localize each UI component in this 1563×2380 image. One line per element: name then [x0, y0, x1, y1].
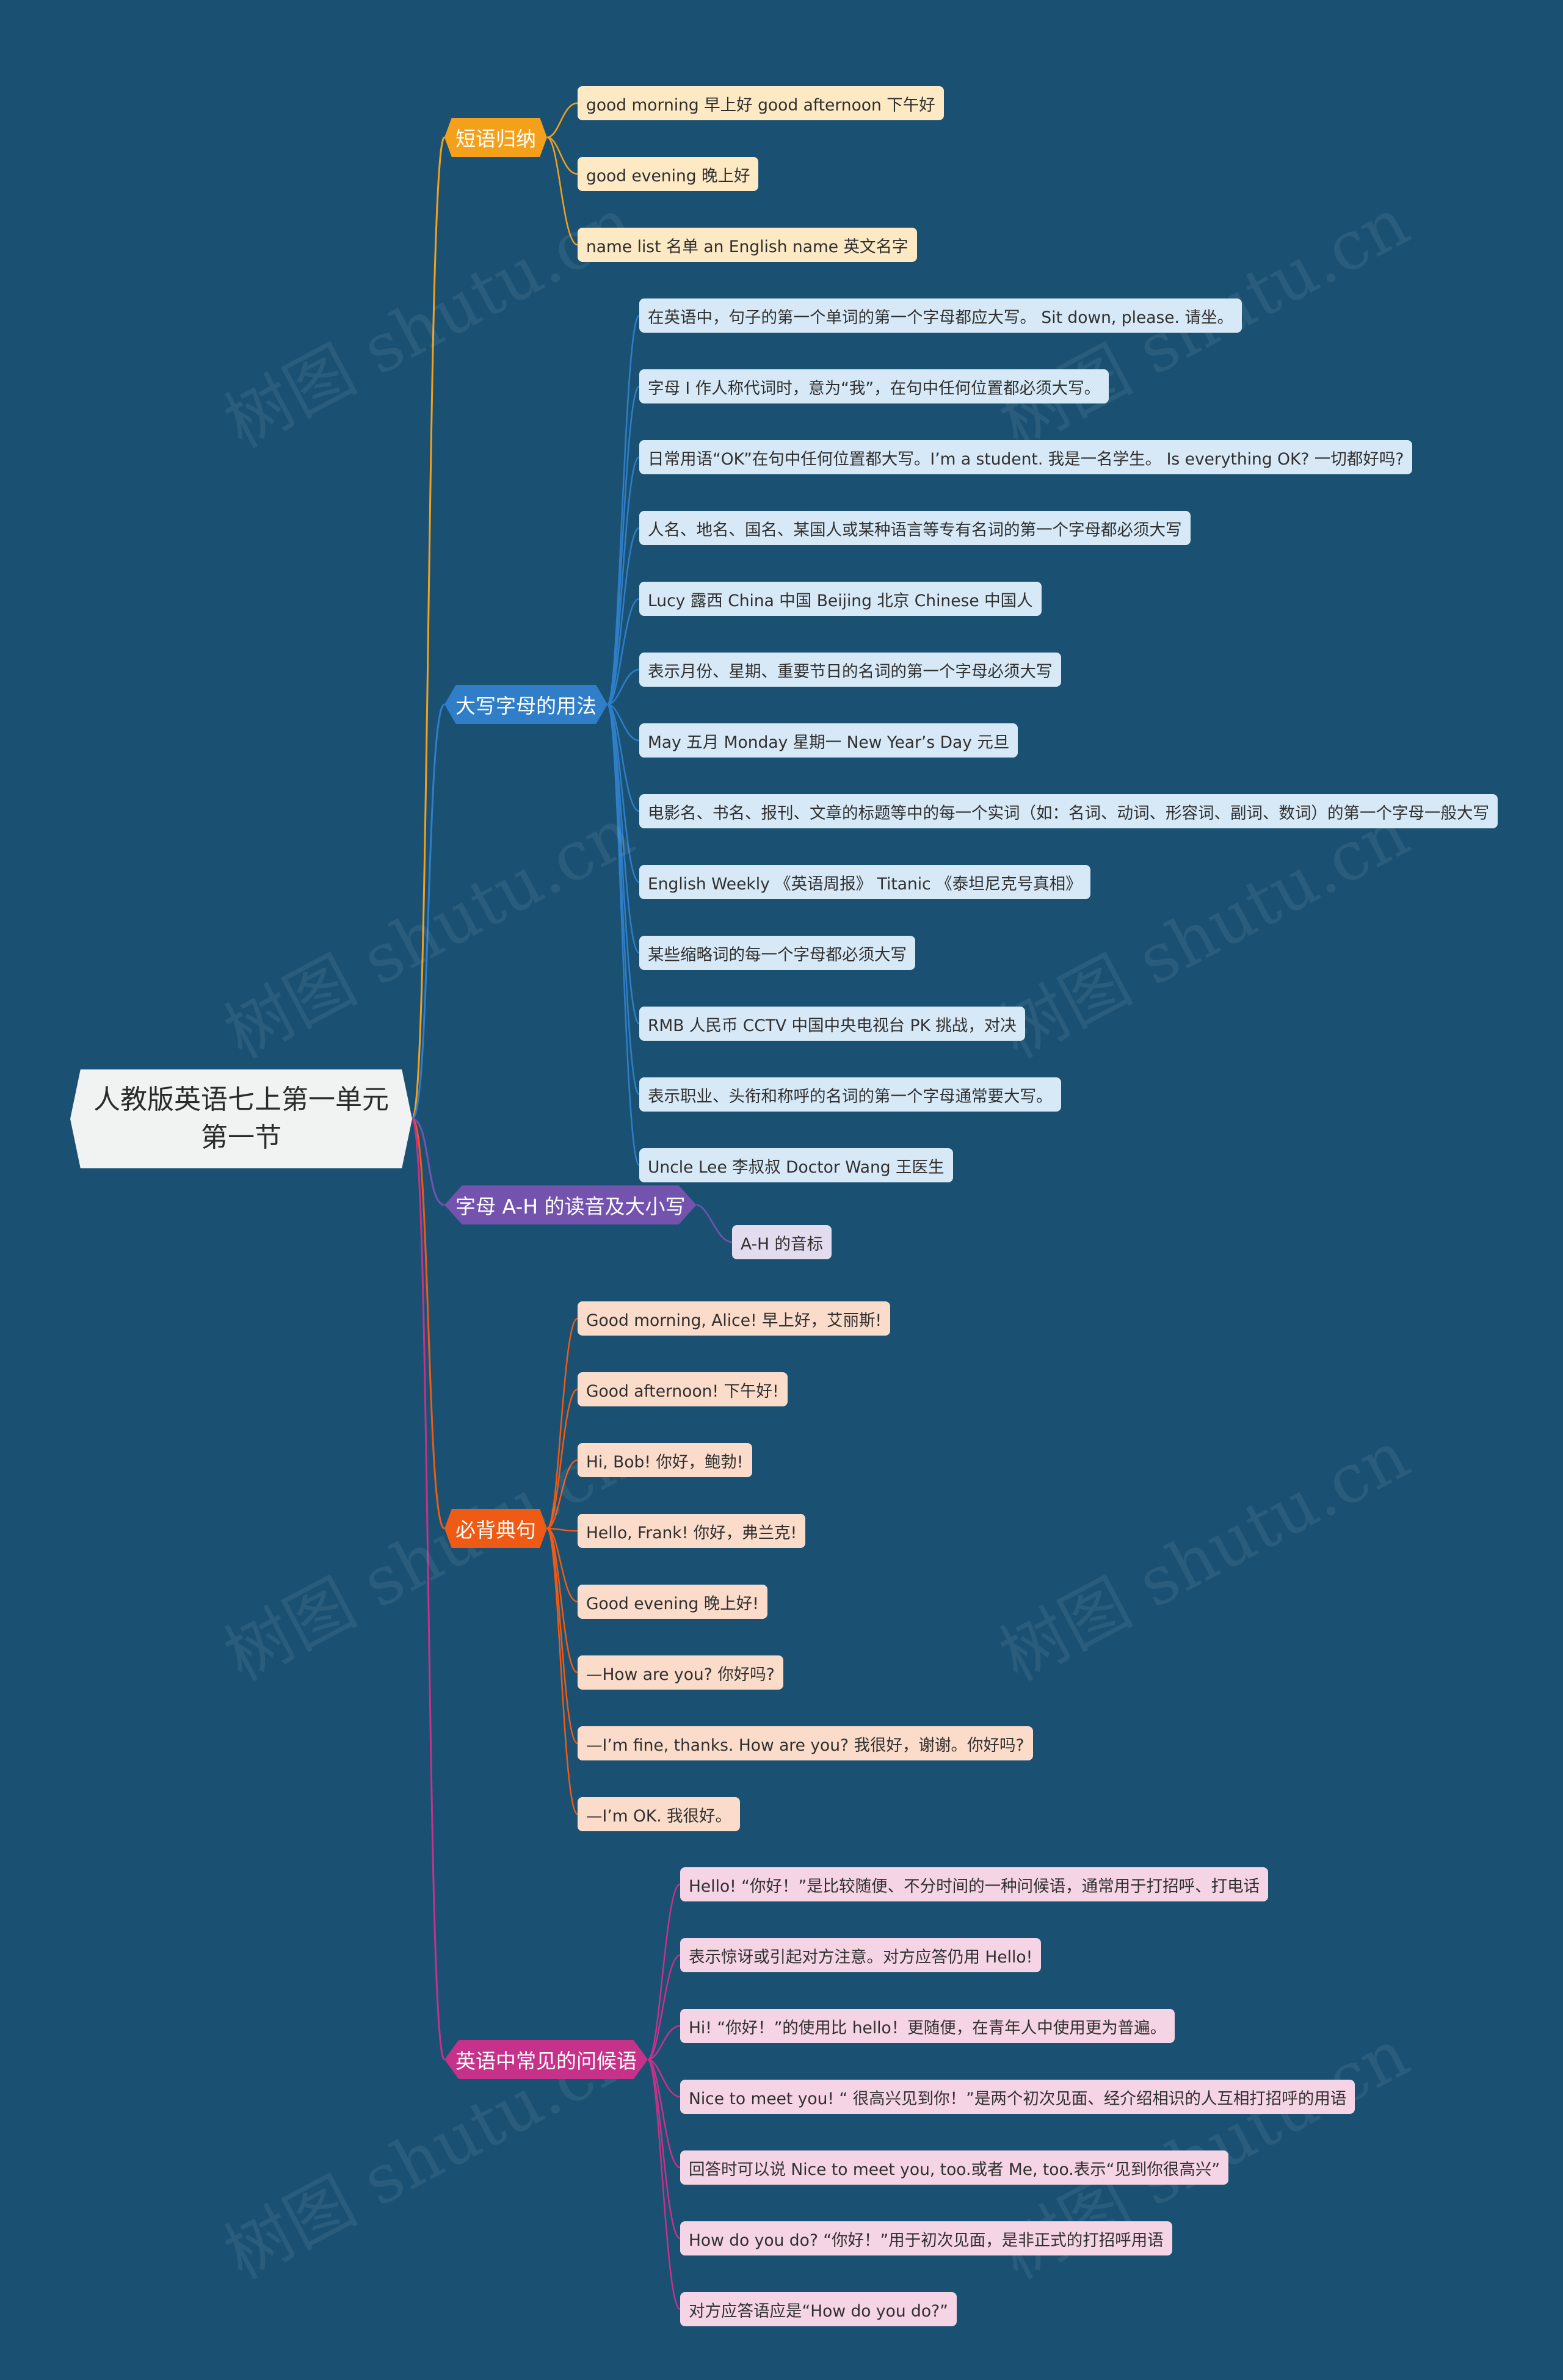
leaf-topic[interactable]: A-H 的音标	[732, 1225, 832, 1259]
leaf-topic[interactable]: 电影名、书名、报刊、文章的标题等中的每一个实词（如：名词、动词、形容词、副词、数…	[639, 794, 1498, 828]
leaf-topic[interactable]: Uncle Lee 李叔叔 Doctor Wang 王医生	[639, 1148, 953, 1182]
connector-line	[647, 1954, 681, 2061]
connector-line	[412, 1118, 445, 1206]
leaf-topic[interactable]: Hello! “你好！”是比较随便、不分时间的一种问候语，通常用于打招呼、打电话	[680, 1867, 1269, 1901]
leaf-topic[interactable]: Hi! “你好！”的使用比 hello！更随便，在青年人中使用更为普遍。	[680, 2009, 1175, 2043]
leaf-topic[interactable]: —How are you? 你好吗?	[578, 1655, 783, 1690]
leaf-topic[interactable]: Nice to meet you! “ 很高兴见到你！”是两个初次见面、经介绍相…	[680, 2080, 1355, 2114]
connector-line	[647, 2025, 681, 2061]
connector-line	[696, 1204, 733, 1243]
connector-line	[606, 385, 640, 706]
leaf-topic[interactable]: 字母 I 作人称代词时，意为“我”，在句中任何位置都必须大写。	[639, 369, 1109, 403]
branch-topic[interactable]: 短语归纳	[444, 118, 547, 157]
connector-line	[607, 703, 640, 812]
root-title: 人教版英语七上第一单元 第一节	[93, 1081, 389, 1157]
leaf-topic[interactable]: How do you do? “你好！”用于初次见面，是非正式的打招呼用语	[680, 2221, 1172, 2255]
connector-line	[647, 1883, 681, 2061]
leaf-topic[interactable]: 人名、地名、国名、某国人或某种语言等专有名词的第一个字母都必须大写	[639, 511, 1191, 545]
connector-line	[647, 2058, 681, 2169]
leaf-topic[interactable]: Hello, Frank! 你好，弗兰克!	[578, 1514, 806, 1548]
leaf-topic[interactable]: 对方应答语应是“How do you do?”	[680, 2292, 957, 2326]
branch-topic[interactable]: 字母 A-H 的读音及大小写	[444, 1185, 697, 1224]
leaf-topic[interactable]: 在英语中，句子的第一个单词的第一个字母都应大写。 Sit down, pleas…	[639, 298, 1242, 333]
connector-line	[546, 136, 578, 246]
leaf-topic[interactable]: 表示惊讶或引起对方注意。对方应答仍用 Hello!	[680, 1938, 1042, 1972]
connector-line	[411, 1118, 446, 1530]
connector-line	[546, 1527, 578, 1745]
branch-topic[interactable]: 必背典句	[444, 1509, 547, 1548]
connector-line	[411, 136, 446, 1120]
leaf-topic[interactable]: 表示职业、头衔和称呼的名词的第一个字母通常要大写。	[639, 1077, 1061, 1112]
leaf-topic[interactable]: 回答时可以说 Nice to meet you, too.或者 Me, too.…	[680, 2150, 1229, 2185]
connector-line	[546, 1388, 578, 1530]
root-title-line1: 人教版英语七上第一单元	[93, 1084, 389, 1115]
leaf-topic[interactable]: 日常用语“OK”在句中任何位置都大写。I’m a student. 我是一名学生…	[639, 440, 1413, 474]
connector-line	[546, 1527, 578, 1674]
root-topic[interactable]: 人教版英语七上第一单元 第一节	[70, 1069, 412, 1168]
connector-line	[647, 2058, 681, 2098]
connector-line	[546, 1527, 579, 1815]
leaf-topic[interactable]: RMB 人民币 CCTV 中国中央电视台 PK 挑战，对决	[639, 1007, 1025, 1041]
connector-line	[546, 1317, 578, 1530]
connector-line	[607, 598, 640, 706]
connector-line	[546, 1527, 578, 1603]
connector-line	[546, 102, 578, 139]
connector-line	[607, 703, 640, 742]
connector-line	[606, 527, 640, 706]
connector-line	[546, 1459, 578, 1530]
leaf-topic[interactable]: good evening 晚上好	[578, 157, 759, 191]
connector-line	[647, 2058, 681, 2240]
connector-line	[546, 1527, 578, 1532]
branch-topic[interactable]: 英语中常见的问候语	[444, 2040, 648, 2079]
connector-line	[606, 703, 640, 1166]
leaf-topic[interactable]: May 五月 Monday 星期一 New Year’s Day 元旦	[639, 723, 1018, 758]
leaf-topic[interactable]: Hi, Bob! 你好，鲍勃!	[578, 1443, 752, 1477]
connector-line	[411, 703, 446, 1120]
connector-line	[606, 456, 640, 706]
root-title-line2: 第一节	[201, 1122, 281, 1153]
leaf-topic[interactable]: —I’m fine, thanks. How are you? 我很好，谢谢。你…	[578, 1726, 1033, 1760]
leaf-topic[interactable]: English Weekly 《英语周报》 Titanic 《泰坦尼克号真相》	[639, 865, 1090, 899]
connector-line	[647, 2058, 681, 2310]
leaf-topic[interactable]: 表示月份、星期、重要节日的名词的第一个字母必须大写	[639, 653, 1061, 687]
leaf-topic[interactable]: name list 名单 an English name 英文名字	[578, 228, 917, 262]
leaf-topic[interactable]: Good afternoon! 下午好!	[578, 1372, 788, 1406]
connector-line	[546, 136, 578, 175]
leaf-topic[interactable]: Good morning, Alice! 早上好，艾丽斯!	[578, 1301, 891, 1336]
branch-topic[interactable]: 大写字母的用法	[444, 685, 607, 724]
connector-line	[607, 668, 640, 706]
connector-line	[411, 1118, 446, 2061]
leaf-topic[interactable]: Good evening 晚上好!	[578, 1585, 767, 1619]
leaf-topic[interactable]: Lucy 露西 China 中国 Beijing 北京 Chinese 中国人	[639, 582, 1042, 616]
leaf-topic[interactable]: 某些缩略词的每一个字母都必须大写	[639, 936, 915, 970]
leaf-topic[interactable]: —I’m OK. 我很好。	[578, 1797, 741, 1831]
leaf-topic[interactable]: good morning 早上好 good afternoon 下午好	[578, 86, 944, 120]
